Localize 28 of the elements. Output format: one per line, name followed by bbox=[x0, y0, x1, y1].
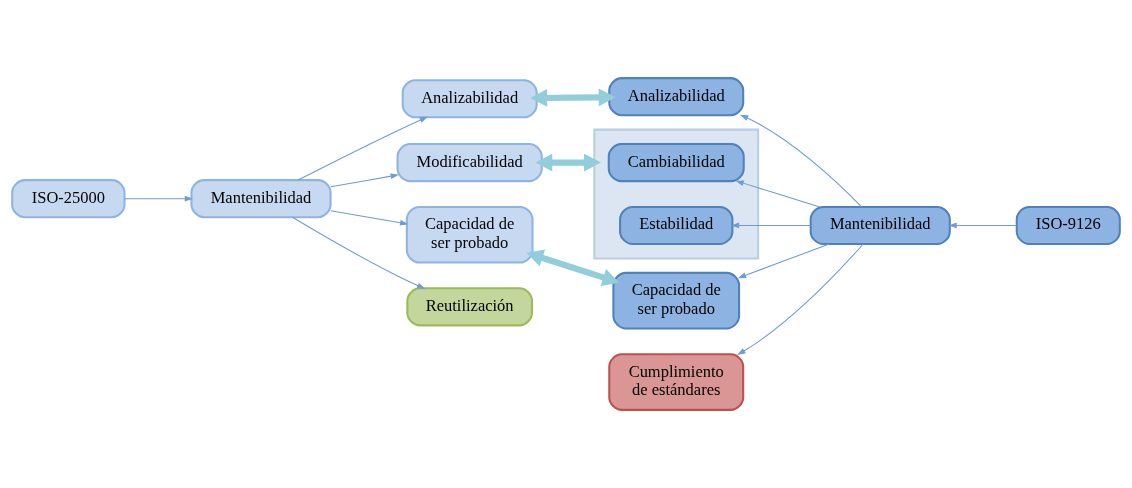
arrow bbox=[530, 88, 616, 107]
arrow bbox=[735, 180, 821, 208]
arrow bbox=[291, 216, 426, 289]
arrow bbox=[330, 210, 409, 226]
arrow bbox=[737, 243, 830, 279]
arrow bbox=[330, 173, 399, 188]
node-box: ISO-9126 bbox=[1015, 205, 1121, 246]
arrow bbox=[737, 243, 864, 355]
arrow bbox=[948, 222, 1018, 229]
node-box: ISO-25000 bbox=[11, 179, 126, 219]
arrow bbox=[297, 116, 428, 181]
node-box: Modificabilidad bbox=[396, 143, 543, 183]
arrow bbox=[526, 249, 620, 286]
node-box: Analizabilidad bbox=[608, 77, 745, 117]
node-box: Mantenibilidad bbox=[809, 205, 951, 246]
arrow bbox=[124, 195, 193, 202]
arrow bbox=[535, 153, 601, 172]
node-box: Cambiabilidad bbox=[607, 143, 745, 183]
cluster bbox=[593, 128, 760, 260]
node-box: Mantenibilidad bbox=[190, 179, 332, 219]
node-box: Estabilidad bbox=[619, 205, 734, 246]
node-box: Analizabilidad bbox=[401, 79, 538, 119]
node-box: Cumplimiento de estándares bbox=[608, 353, 745, 411]
node-box: Capacidad de ser probado bbox=[612, 271, 741, 330]
node-box: Capacidad de ser probado bbox=[405, 205, 534, 264]
arrow bbox=[730, 222, 811, 229]
node-box: Reutilización bbox=[406, 287, 534, 327]
arrow bbox=[739, 114, 863, 208]
